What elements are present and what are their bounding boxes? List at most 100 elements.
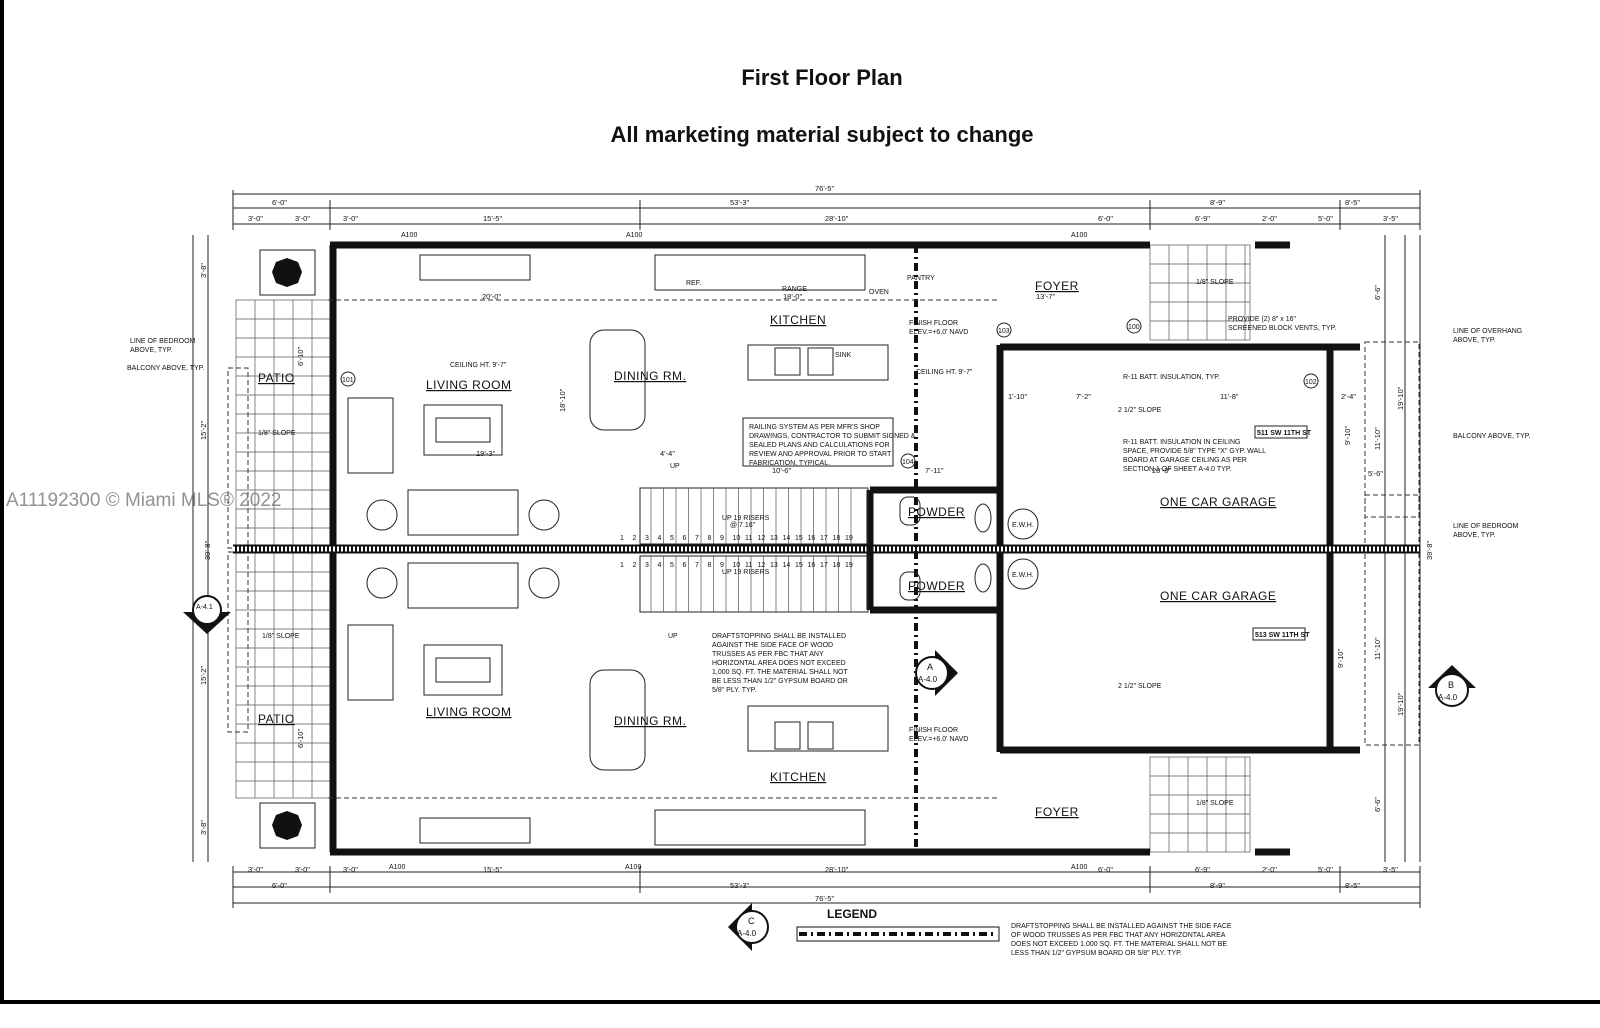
stair-number: 7 — [695, 535, 699, 542]
stair-number: 14 — [783, 535, 791, 542]
stair-risers-top: UP 19 RISERS — [722, 515, 770, 522]
svg-text:101: 101 — [342, 377, 354, 384]
section-marker-a: A A-4.0 — [915, 650, 958, 696]
ref-label: REF. — [686, 280, 701, 287]
room-label-garage-top: ONE CAR GARAGE — [1160, 495, 1276, 509]
room-label-dining-top: DINING RM. — [614, 369, 686, 383]
stair-number: 11 — [745, 535, 752, 542]
note-railing: FABRICATION, TYPICAL. — [749, 460, 830, 467]
stair-number: 2 — [633, 562, 637, 569]
svg-text:6'-10": 6'-10" — [296, 729, 305, 748]
svg-text:TRUSSES AS PER FBC THAT ANY: TRUSSES AS PER FBC THAT ANY — [712, 651, 824, 658]
note-balcony-left: BALCONY ABOVE, TYP. — [127, 365, 204, 372]
finish-floor-top-2: ELEV.=+6.0' NAVD — [909, 329, 968, 336]
svg-text:A-4.0: A-4.0 — [1438, 693, 1458, 702]
stair-number: 10 — [733, 535, 741, 542]
svg-text:5/8" PLY. TYP.: 5/8" PLY. TYP. — [712, 687, 756, 694]
svg-text:18'-0": 18'-0" — [783, 292, 802, 301]
stair-number: 8 — [708, 562, 712, 569]
room-label-dining-bottom: DINING RM. — [614, 714, 686, 728]
svg-text:19'-3": 19'-3" — [476, 449, 495, 458]
svg-text:11'-8": 11'-8" — [1220, 392, 1239, 401]
stair-number: 18 — [833, 535, 841, 542]
svg-text:LESS THAN 1/2" GYPSUM BOARD OR: LESS THAN 1/2" GYPSUM BOARD OR 5/8" PLY.… — [1011, 950, 1182, 957]
note-railing: DRAWINGS, CONTRACTOR TO SUBMIT SIGNED & — [749, 433, 916, 440]
svg-text:3'-0": 3'-0" — [343, 214, 358, 223]
sink-label: SINK — [835, 352, 852, 359]
slope-foyer-bottom: 1/8" SLOPE — [1196, 800, 1234, 807]
svg-text:3'-8": 3'-8" — [199, 263, 208, 278]
ewh-label-bottom: E.W.H. — [1012, 572, 1034, 579]
svg-text:HORIZONTAL AREA DOES NOT EXCEE: HORIZONTAL AREA DOES NOT EXCEED — [712, 660, 846, 667]
svg-text:6'-10": 6'-10" — [296, 347, 305, 366]
range-label: RANGE — [782, 286, 807, 293]
stair-number: 19 — [845, 535, 853, 542]
room-label-garage-bottom: ONE CAR GARAGE — [1160, 589, 1276, 603]
svg-text:20'-0": 20'-0" — [482, 292, 501, 301]
svg-text:5'-6": 5'-6" — [1368, 469, 1383, 478]
page-title: First Floor Plan — [741, 65, 903, 90]
svg-text:6'-6": 6'-6" — [1373, 797, 1382, 812]
svg-text:3'-5": 3'-5" — [1383, 214, 1398, 223]
svg-text:6'-6": 6'-6" — [1373, 285, 1382, 300]
svg-text:11'-10": 11'-10" — [1373, 637, 1382, 660]
svg-text:2'-0": 2'-0" — [1262, 214, 1277, 223]
note-r11: R-11 BATT. INSULATION, TYP. — [1123, 374, 1220, 381]
stair-number: 12 — [758, 562, 766, 569]
room-label-living-top: LIVING ROOM — [426, 378, 512, 392]
svg-text:A: A — [927, 662, 933, 672]
note-draftstopping: DRAFTSTOPPING SHALL BE INSTALLED AGAINST… — [712, 633, 848, 694]
svg-text:3'-0": 3'-0" — [343, 865, 358, 874]
svg-text:A-4.0: A-4.0 — [918, 675, 938, 684]
svg-text:LEGEND: LEGEND — [827, 907, 877, 921]
stair-number: 13 — [770, 562, 778, 569]
svg-text:39'-8": 39'-8" — [1425, 541, 1434, 560]
note-r11-ceiling: R-11 BATT. INSULATION IN CEILING — [1123, 439, 1240, 446]
slope-foyer-top: 1/8" SLOPE — [1196, 279, 1234, 286]
room-label-patio-bottom: PATIO — [258, 712, 295, 726]
oven-label: OVEN — [869, 289, 889, 296]
svg-text:15'-5": 15'-5" — [483, 865, 502, 874]
stair-number: 2 — [633, 535, 637, 542]
finish-floor-top: FINISH FLOOR — [909, 320, 958, 327]
note-r11-ceiling: SPACE, PROVIDE 5/8" TYPE "X" GYP. WALL — [1123, 448, 1266, 455]
note-vents: PROVIDE (2) 8" x 16" — [1228, 316, 1297, 323]
room-label-kitchen-bottom: KITCHEN — [770, 770, 826, 784]
svg-text:2'-4": 2'-4" — [1341, 392, 1356, 401]
svg-text:3'-0": 3'-0" — [295, 214, 310, 223]
svg-text:76'-5": 76'-5" — [815, 894, 834, 903]
stair-number: 17 — [820, 535, 828, 542]
stair-number: 18 — [833, 562, 841, 569]
svg-text:B: B — [1448, 680, 1454, 690]
svg-text:A-4.0: A-4.0 — [737, 929, 757, 938]
svg-text:39'-8": 39'-8" — [203, 541, 212, 560]
stair-number: 1 — [620, 535, 624, 542]
svg-text:104: 104 — [902, 459, 914, 466]
stair-up-top: UP — [670, 463, 680, 470]
room-label-foyer-top: FOYER — [1035, 279, 1079, 293]
svg-text:A100: A100 — [1071, 232, 1087, 239]
svg-text:19'-10": 19'-10" — [1396, 386, 1405, 410]
walls — [233, 241, 1420, 856]
slope-garage-bottom: 2 1/2" SLOPE — [1118, 683, 1162, 690]
svg-text:28'-10": 28'-10" — [825, 214, 849, 223]
svg-text:7'-11": 7'-11" — [925, 466, 944, 475]
legend: LEGEND DRAFTSTOPPING SHALL BE INSTALLED … — [796, 907, 1232, 957]
finish-floor-bottom: FINISH FLOOR — [909, 727, 958, 734]
note-r11-ceiling: BOARD AT GARAGE CEILING AS PER — [1123, 457, 1247, 464]
stair-number: 7 — [695, 562, 699, 569]
svg-text:9'-10": 9'-10" — [1336, 649, 1345, 668]
svg-text:6'-9": 6'-9" — [1195, 214, 1210, 223]
svg-text:8'-9": 8'-9" — [1210, 198, 1225, 207]
note-line-bedroom-right: LINE OF BEDROOM — [1453, 523, 1519, 530]
stair-risers-bottom: UP 19 RISERS — [722, 569, 770, 576]
furniture-top — [347, 254, 1308, 540]
svg-text:C: C — [748, 916, 755, 926]
svg-text:11'-10": 11'-10" — [1373, 427, 1382, 450]
mls-watermark: A11192300 © Miami MLS® 2022 — [6, 490, 282, 511]
svg-text:5'-0": 5'-0" — [1318, 865, 1333, 874]
section-marker-c: C A-4.0 — [728, 903, 769, 951]
svg-text:A-4.1: A-4.1 — [196, 604, 213, 611]
note-line-bedroom-right-2: ABOVE, TYP. — [1453, 532, 1496, 539]
